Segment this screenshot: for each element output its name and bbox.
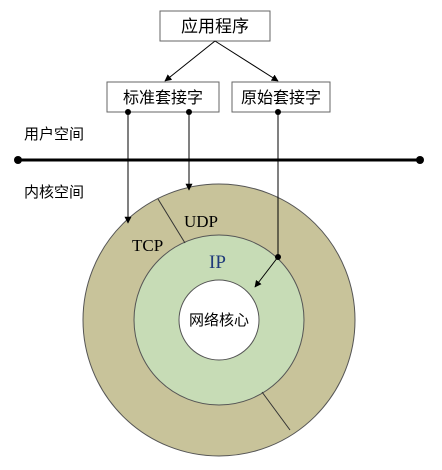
tcp-label: TCP — [132, 236, 163, 255]
separator-left-dot — [14, 156, 22, 164]
raw-socket-label: 原始套接字 — [241, 88, 321, 107]
ip-label: IP — [209, 252, 226, 273]
application-box — [159, 10, 271, 42]
separator-right-dot — [416, 156, 424, 164]
application-label: 应用程序 — [181, 17, 249, 37]
arrow-app-to-raw — [214, 40, 279, 82]
raw-socket-box — [231, 81, 331, 113]
network-core-label: 网络核心 — [189, 311, 249, 329]
arrow-raw-to-core — [254, 256, 279, 288]
ring-divider-lower — [261, 391, 291, 431]
standard-socket-label: 标准套接字 — [123, 88, 203, 107]
arrow-app-to-standard — [164, 40, 216, 82]
standard-socket-box — [106, 81, 220, 113]
kernel-space-label: 内核空间 — [24, 183, 84, 201]
ring-divider-upper — [157, 198, 186, 244]
network-core-circle — [178, 279, 260, 361]
user-space-label: 用户空间 — [24, 125, 84, 143]
udp-label: UDP — [184, 212, 218, 231]
